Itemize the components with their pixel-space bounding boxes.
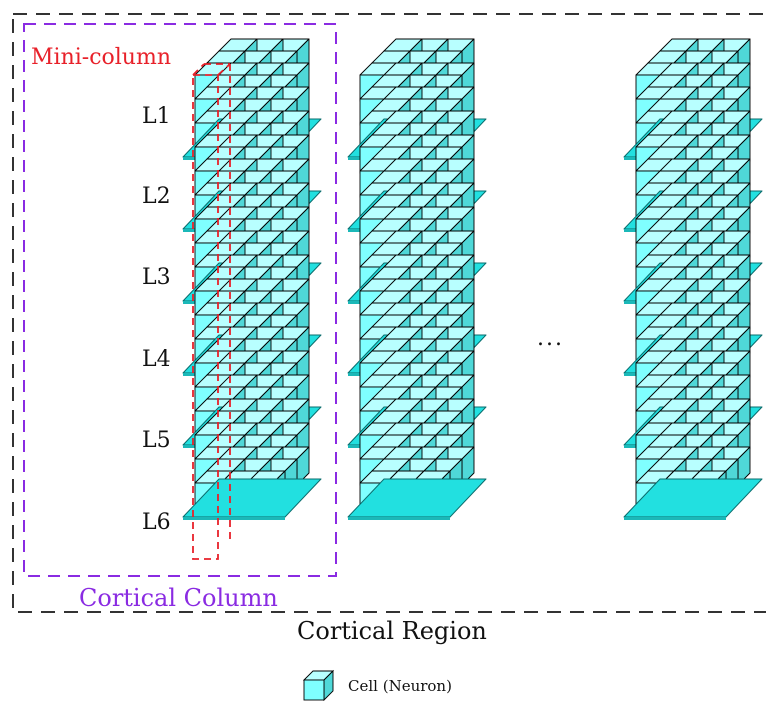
cortical-column-label: Cortical Column	[79, 584, 278, 612]
column-1	[182, 38, 322, 520]
mini-column-outline	[192, 63, 231, 560]
column-2	[347, 38, 487, 520]
columns-group	[182, 38, 763, 520]
layer-label-l1: L1	[142, 104, 171, 129]
legend-label: Cell (Neuron)	[348, 677, 452, 695]
layer-label-l5: L5	[142, 428, 171, 453]
cortical-region-label: Cortical Region	[297, 617, 487, 645]
column-3	[623, 38, 763, 520]
layer-label-l6: L6	[142, 510, 171, 535]
mini-column-label: Mini-column	[31, 45, 172, 70]
layer-label-l2: L2	[142, 184, 171, 209]
layer-label-l3: L3	[142, 265, 171, 290]
more-columns-ellipsis: ...	[537, 326, 564, 351]
layer-label-l4: L4	[142, 347, 171, 372]
legend-cube-icon	[302, 669, 335, 702]
cortical-column-outline	[23, 23, 337, 577]
